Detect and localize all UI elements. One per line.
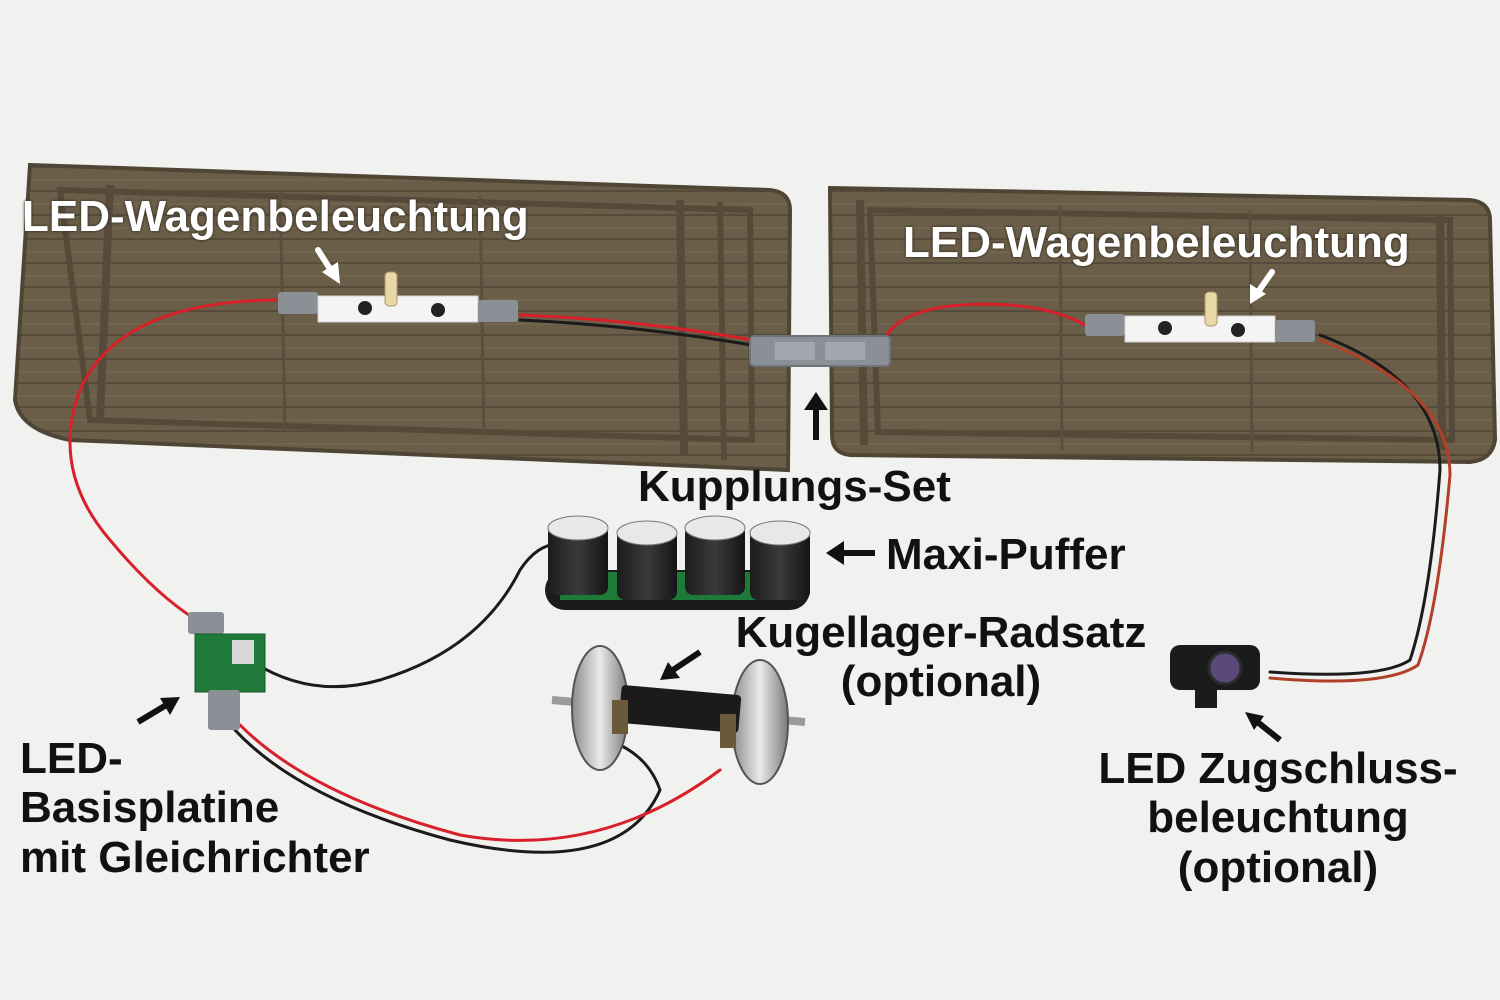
- wiring: [68, 298, 1452, 854]
- label-kugellager-radsatz: Kugellager-Radsatz (optional): [706, 608, 1176, 707]
- label-zugschluss-line3: (optional): [1177, 842, 1379, 892]
- label-kugellager-radsatz-line2: (optional): [840, 657, 1042, 707]
- arrow-wagen-right-icon: [1250, 269, 1275, 304]
- black-arrows: [136, 392, 1282, 743]
- label-zugschluss-line1: LED Zugschluss-: [1098, 744, 1458, 793]
- label-led-zugschlussbeleuchtung: LED Zugschluss- beleuchtung (optional): [1068, 744, 1488, 892]
- wheel-set: [551, 645, 806, 785]
- maxi-puffer-capacitors: [545, 515, 811, 610]
- label-wagenbeleuchtung-right: LED-Wagenbeleuchtung: [903, 218, 1410, 267]
- label-wagenbeleuchtung-left: LED-Wagenbeleuchtung: [22, 192, 529, 241]
- arrow-radsatz-icon: [660, 649, 702, 680]
- led-strip-right: [1085, 291, 1315, 343]
- coupling-set: [749, 335, 891, 367]
- label-led-basisplatine: LED- Basisplatine mit Gleichrichter: [20, 734, 370, 882]
- label-kupplungs-set: Kupplungs-Set: [638, 462, 951, 511]
- label-led-basisplatine-line1: LED-: [20, 734, 123, 783]
- arrow-wagen-left-icon: [315, 247, 340, 284]
- arrows: [315, 247, 1275, 304]
- arrow-kupplung-up-icon: [804, 392, 828, 440]
- arrow-basis-icon: [136, 697, 180, 725]
- label-maxi-puffer: Maxi-Puffer: [886, 530, 1126, 579]
- arrow-maxi-puffer-icon: [826, 541, 875, 565]
- led-strip-left: [278, 271, 518, 323]
- label-zugschluss-line2: beleuchtung: [1147, 793, 1409, 843]
- arrow-zugschluss-icon: [1245, 712, 1282, 743]
- label-kugellager-radsatz-line1: Kugellager-Radsatz: [735, 608, 1147, 657]
- label-led-basisplatine-line2: Basisplatine: [20, 783, 280, 833]
- label-led-basisplatine-line3: mit Gleichrichter: [20, 832, 370, 882]
- tail-light: [1170, 645, 1260, 708]
- led-base-board: [188, 612, 266, 730]
